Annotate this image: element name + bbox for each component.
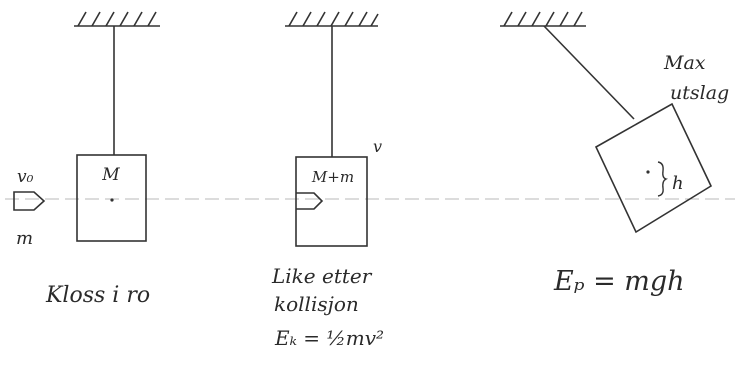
combined-speed-label: v [373, 137, 382, 156]
height-brace [657, 161, 669, 197]
swing-label: utslag [670, 82, 729, 104]
kinetic-energy-formula: Eₖ = ½mv² [274, 326, 384, 350]
ceiling-mount-1 [74, 11, 160, 27]
ceiling-mount-2 [285, 11, 379, 27]
swung-block-dot [646, 170, 650, 174]
caption-block-at-rest: Kloss i ro [45, 283, 150, 308]
bullet-speed-label: v₀ [17, 167, 34, 187]
caption-just-after: Like etter [271, 264, 373, 288]
block-2 [295, 156, 368, 247]
block-1 [76, 154, 147, 242]
embedded-bullet [296, 192, 324, 210]
height-label: h [672, 173, 684, 194]
ceiling-mount-3 [500, 11, 586, 27]
panel-just-after-collision: M+m v Like etter kollisjon Eₖ = ½mv² [271, 11, 384, 350]
potential-energy-formula: Eₚ = mgh [553, 266, 685, 297]
block-center-dot [110, 198, 114, 202]
panel-maximum-swing: h Max utslag Eₚ = mgh [500, 11, 729, 297]
block-3 [594, 102, 713, 234]
bullet-mass-label: m [16, 228, 33, 249]
max-label: Max [663, 52, 706, 74]
block-mass-label: M [101, 165, 120, 185]
bullet-1 [13, 191, 46, 211]
combined-mass-label: M+m [311, 168, 354, 186]
pendulum-string-3 [543, 25, 635, 120]
caption-collision: kollisjon [274, 292, 359, 316]
panel-block-at-rest: M v₀ m Kloss i ro [13, 11, 160, 308]
